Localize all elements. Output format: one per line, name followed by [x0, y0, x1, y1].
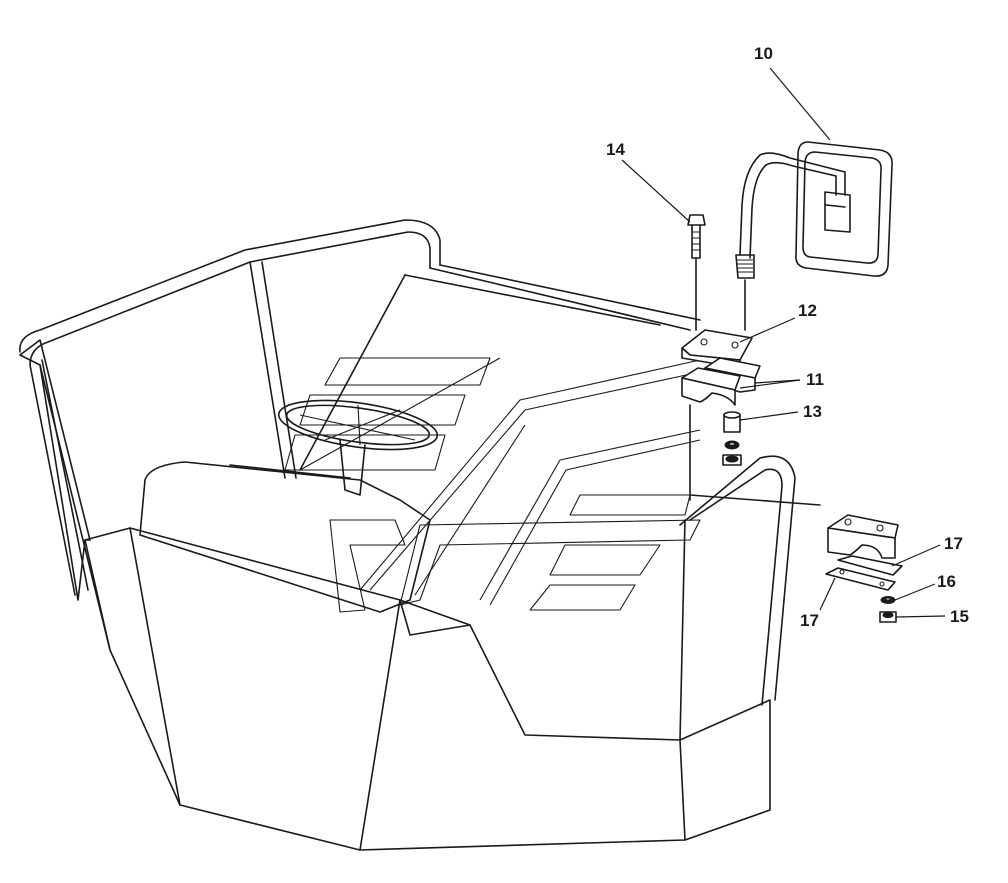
- callout-17-upper: 17: [944, 534, 963, 553]
- floor-panels: [284, 357, 701, 613]
- callout-10: 10: [754, 44, 773, 63]
- callout-14: 14: [606, 140, 625, 159]
- callout-13: 13: [803, 402, 822, 421]
- mirror-part-10: [735, 141, 893, 331]
- callout-11: 11: [806, 370, 824, 389]
- clamp-blocks-part-11: [681, 357, 761, 471]
- callout-16: 16: [937, 572, 956, 591]
- lower-clamp-assembly: [825, 514, 903, 623]
- steering-wheel: [277, 399, 439, 496]
- callout-17-lower: 17: [800, 611, 819, 630]
- bolt-part-14: [687, 214, 706, 331]
- cab-frame: [19, 219, 821, 741]
- cab-body: [19, 339, 771, 851]
- spacer-part-13: [722, 411, 742, 466]
- callout-12: 12: [798, 301, 817, 320]
- leader-lines: [621, 67, 946, 618]
- callout-15: 15: [950, 607, 969, 626]
